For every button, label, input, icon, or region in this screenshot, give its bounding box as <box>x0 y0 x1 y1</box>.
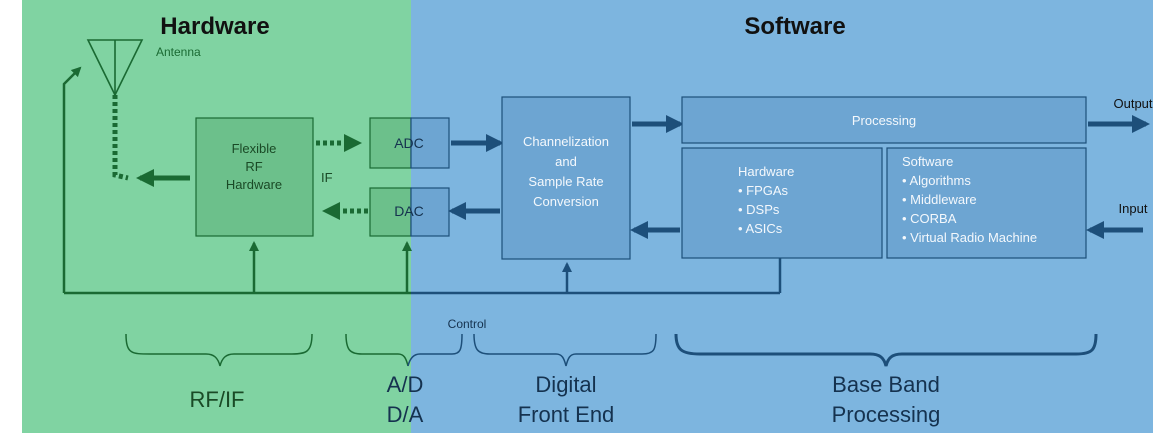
brace-digital-front-end <box>473 333 657 367</box>
stage-rf-if: RF/IF <box>190 387 245 412</box>
hardware-list-item: • DSPs <box>738 202 780 217</box>
brace-rf-if <box>125 333 313 367</box>
software-list-item: • CORBA <box>902 211 957 226</box>
channelization-line-2: and <box>555 154 577 169</box>
hardware-list-item: • ASICs <box>738 221 783 236</box>
brace-ad-da-blue <box>407 333 463 367</box>
channelization-block <box>501 96 631 260</box>
rf-line-2: RF <box>245 159 262 174</box>
adc-label: ADC <box>394 135 424 151</box>
antenna-icon <box>86 39 144 97</box>
if-label: IF <box>321 170 333 185</box>
software-title: Software <box>744 13 845 40</box>
hardware-list-title: Hardware <box>738 164 794 179</box>
hardware-list-block <box>681 147 883 259</box>
adc-block-blue <box>410 117 450 169</box>
dac-block-blue <box>410 187 450 237</box>
software-list-item: • Virtual Radio Machine <box>902 230 1037 245</box>
software-list-item: • Algorithms <box>902 173 971 188</box>
rf-line-1: Flexible <box>232 141 277 156</box>
software-list-block <box>886 147 1087 259</box>
software-list-title: Software <box>902 154 953 169</box>
processing-block <box>681 96 1087 144</box>
channelization-line-3: Sample Rate <box>528 174 603 189</box>
stage-da: D/A <box>387 402 424 427</box>
stage-base-band: Base Band <box>832 372 940 397</box>
antenna-label: Antenna <box>156 45 201 59</box>
rf-hardware-block <box>195 117 314 237</box>
dac-label: DAC <box>394 203 424 219</box>
stage-digital: Digital <box>535 372 596 397</box>
output-label: Output <box>1113 96 1152 111</box>
software-list-item: • Middleware <box>902 192 977 207</box>
control-bus-left <box>62 66 82 293</box>
channelization-line-1: Channelization <box>523 134 609 149</box>
stage-processing: Processing <box>832 402 941 427</box>
input-label: Input <box>1119 201 1148 216</box>
stage-front-end: Front End <box>518 402 615 427</box>
antenna-feed-line <box>112 95 129 181</box>
control-label: Control <box>448 317 487 331</box>
hardware-list-item: • FPGAs <box>738 183 789 198</box>
hardware-title: Hardware <box>160 13 269 40</box>
brace-baseband <box>674 333 1098 367</box>
stage-ad: A/D <box>387 372 424 397</box>
brace-ad-da-green <box>345 333 409 367</box>
rf-line-3: Hardware <box>226 177 282 192</box>
channelization-line-4: Conversion <box>533 194 599 209</box>
processing-label: Processing <box>852 113 916 128</box>
